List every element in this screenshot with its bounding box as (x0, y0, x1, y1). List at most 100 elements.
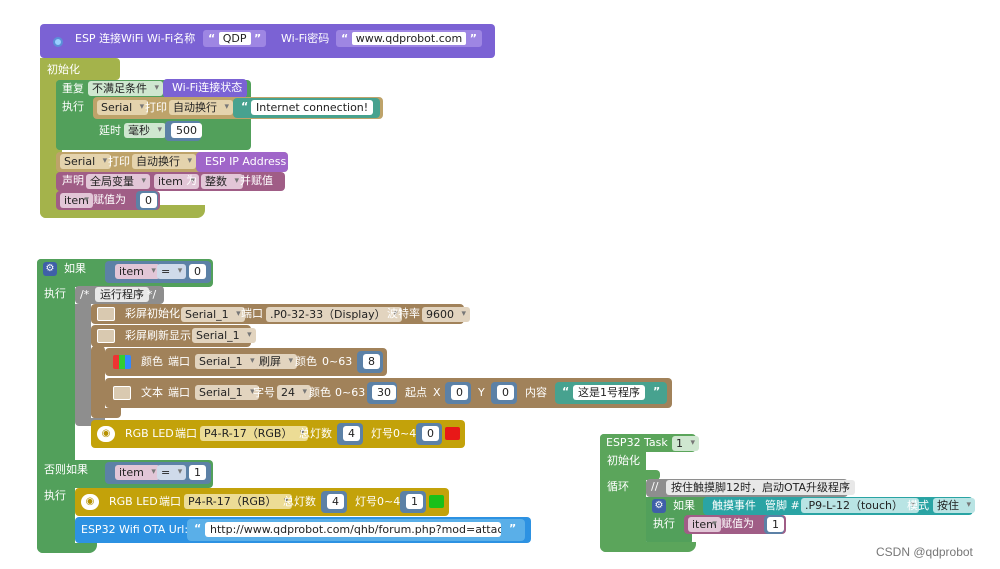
screen-refresh-block[interactable]: 彩屏刷新显示 Serial_1 (91, 325, 256, 347)
touch-event-block[interactable]: 触摸事件 管脚 # .P9-L-12（touch） 模式 按住 (703, 497, 975, 515)
screen-text-block[interactable]: 文本 端口 Serial_1 字号 24 颜色 0~63 30 起点 X 0 Y… (105, 378, 672, 408)
text-color-value[interactable]: 30 (372, 385, 396, 400)
text-color-block[interactable]: 30 (367, 382, 397, 404)
ip-address-block[interactable]: ESP IP Address (196, 152, 288, 172)
delay-value[interactable]: 500 (171, 123, 202, 138)
touch-assign-block[interactable]: item 赋值为 1 (684, 515, 786, 534)
led-total-1[interactable]: 4 (343, 426, 360, 441)
declare-label: 声明 (62, 174, 84, 187)
screen-init-port-select[interactable]: .P0-32-33（Display） (266, 307, 402, 322)
elseif-header: 否则如果 item = 1 (37, 460, 213, 488)
task-num-select[interactable]: 1 (672, 436, 699, 451)
y-value[interactable]: 0 (497, 385, 514, 400)
led-total-block-2[interactable]: 4 (321, 491, 347, 513)
color-value[interactable]: 8 (363, 354, 380, 369)
content-text-block[interactable]: “ 这是1号程序 ” (555, 382, 667, 404)
touch-value-block[interactable]: 1 (764, 515, 784, 534)
led-color-swatch-1[interactable] (445, 427, 460, 440)
set-var-select[interactable]: item (60, 193, 93, 208)
color-palette-icon (113, 355, 131, 369)
wifi-connect-block[interactable]: ESP 连接WiFi Wi-Fi名称 “ QDP ” Wi-Fi密码 “ www… (40, 24, 495, 58)
declare-scope-select[interactable]: 全局变量 (86, 174, 150, 189)
color-value-block[interactable]: 8 (357, 351, 383, 373)
color-label: 颜色 (141, 355, 163, 368)
x-value[interactable]: 0 (451, 385, 468, 400)
touch-do-label: 执行 (653, 517, 675, 530)
x-value-block[interactable]: 0 (445, 382, 471, 404)
touch-pin-select[interactable]: .P9-L-12（touch） (801, 498, 920, 513)
led-total-block-1[interactable]: 4 (337, 423, 363, 445)
led-port-select-1[interactable]: P4-R-17（RGB） (200, 426, 309, 441)
color-mode-select[interactable]: 刷屏 (255, 354, 297, 369)
led-num-1[interactable]: 0 (422, 426, 439, 441)
set-value-block[interactable]: 0 (136, 191, 158, 210)
settings-icon[interactable]: ⚙ (43, 262, 57, 276)
if-value[interactable]: 0 (189, 264, 206, 279)
repeat-mode-select[interactable]: 不满足条件 (88, 81, 163, 96)
declare-block[interactable]: 声明 全局变量 item 为 整数 并赋值 (56, 172, 285, 191)
ota-url-text[interactable]: http://www.qdprobot.com/qhb/forum.php?mo… (205, 522, 501, 537)
set-item-block[interactable]: item 赋值为 0 (56, 191, 160, 210)
msg-text-block-1[interactable]: “ Internet connection! ” (233, 98, 380, 118)
settings-icon[interactable]: ⚙ (652, 499, 666, 513)
led-port-select-2[interactable]: P4-R-17（RGB） (184, 494, 293, 509)
elseif-var-select[interactable]: item (115, 465, 160, 480)
delay-block[interactable]: 延时 毫秒 500 (93, 119, 205, 143)
if-op-select[interactable]: = (157, 264, 187, 279)
print-label-1: 打印 (145, 101, 167, 114)
screen-refresh-serial-select[interactable]: Serial_1 (192, 328, 256, 343)
comment-block[interactable]: /* 运行程序 */ (75, 286, 164, 304)
ota-url-text-block[interactable]: “ http://www.qdprobot.com/qhb/forum.php?… (187, 519, 525, 541)
text-color-range: 0~63 (335, 386, 366, 399)
serial-select-2[interactable]: Serial (60, 154, 112, 169)
elseif-condition-block[interactable]: item = 1 (105, 462, 211, 484)
delay-unit-select[interactable]: 毫秒 (124, 123, 166, 138)
color-serial-select[interactable]: Serial_1 (195, 354, 259, 369)
comment-slash-icon: // (651, 480, 659, 493)
screen-init-serial-select[interactable]: Serial_1 (181, 307, 245, 322)
wifi-name-field[interactable]: “ QDP ” (203, 30, 267, 47)
wifi-status-block[interactable]: Wi-Fi连接状态 (163, 79, 247, 98)
screen-refresh-label: 彩屏刷新显示 (125, 329, 191, 342)
touch-var-select[interactable]: item (688, 517, 721, 532)
declare-as-label: 为 (186, 174, 197, 187)
led-num-block-1[interactable]: 0 (416, 423, 442, 445)
declare-type-select[interactable]: 整数 (201, 174, 243, 189)
text-serial-select[interactable]: Serial_1 (195, 385, 259, 400)
wifi-pwd-field[interactable]: “ www.qdprobot.com ” (336, 30, 482, 47)
serial-print-block-1[interactable]: Serial 打印 自动换行 “ Internet connection! ” (93, 97, 383, 119)
newline-select-2[interactable]: 自动换行 (132, 154, 196, 169)
msg-text-1[interactable]: Internet connection! (251, 100, 374, 115)
delay-value-block[interactable]: 500 (165, 121, 202, 141)
led-total-2[interactable]: 4 (327, 494, 344, 509)
content-text[interactable]: 这是1号程序 (573, 385, 645, 400)
touch-value[interactable]: 1 (767, 517, 784, 532)
y-value-block[interactable]: 0 (491, 382, 517, 404)
task-title: ESP32 (606, 436, 641, 449)
set-value[interactable]: 0 (140, 193, 157, 208)
touch-mode-select[interactable]: 按住 (933, 498, 975, 513)
serial-print-block-2[interactable]: Serial 打印 自动换行 ESP IP Address (56, 152, 288, 172)
elseif-op-select[interactable]: = (157, 465, 187, 480)
rgb-led-block-1[interactable]: ◉ RGB LED 端口 P4-R-17（RGB） 总灯数 4 灯号0~4 0 (91, 420, 465, 448)
led-color-swatch-2[interactable] (429, 495, 444, 508)
screen-color-block[interactable]: 颜色 端口 Serial_1 刷屏 颜色 0~63 8 (105, 348, 387, 376)
task-comment-text[interactable]: 按住触摸脚12时，启动OTA升级程序 (666, 480, 856, 495)
led-num-block-2[interactable]: 1 (400, 491, 426, 513)
ota-url-block[interactable]: ESP32 Wifi OTA Url: “ http://www.qdprobo… (75, 517, 531, 543)
rgb-led-block-2[interactable]: ◉ RGB LED 端口 P4-R-17（RGB） 总灯数 4 灯号0~4 1 (75, 488, 449, 516)
font-select[interactable]: 24 (277, 385, 311, 400)
task-comment-block[interactable]: // 按住触摸脚12时，启动OTA升级程序 (646, 479, 856, 497)
serial-select-1[interactable]: Serial (97, 100, 149, 115)
if-var-select[interactable]: item (115, 264, 160, 279)
declare-var-select[interactable]: item (154, 174, 199, 189)
newline-select-1[interactable]: 自动换行 (169, 100, 233, 115)
screen-init-block[interactable]: 彩屏初始化 Serial_1 端口 .P0-32-33（Display） 波特率… (91, 304, 470, 324)
if-frame[interactable] (37, 259, 75, 553)
baud-select[interactable]: 9600 (422, 307, 470, 322)
if-condition-block[interactable]: item = 0 (105, 261, 211, 283)
screen-init-label: 彩屏初始化 (125, 307, 180, 320)
comment-text[interactable]: 运行程序 (95, 287, 149, 302)
led-num-2[interactable]: 1 (406, 494, 423, 509)
elseif-value[interactable]: 1 (189, 465, 206, 480)
